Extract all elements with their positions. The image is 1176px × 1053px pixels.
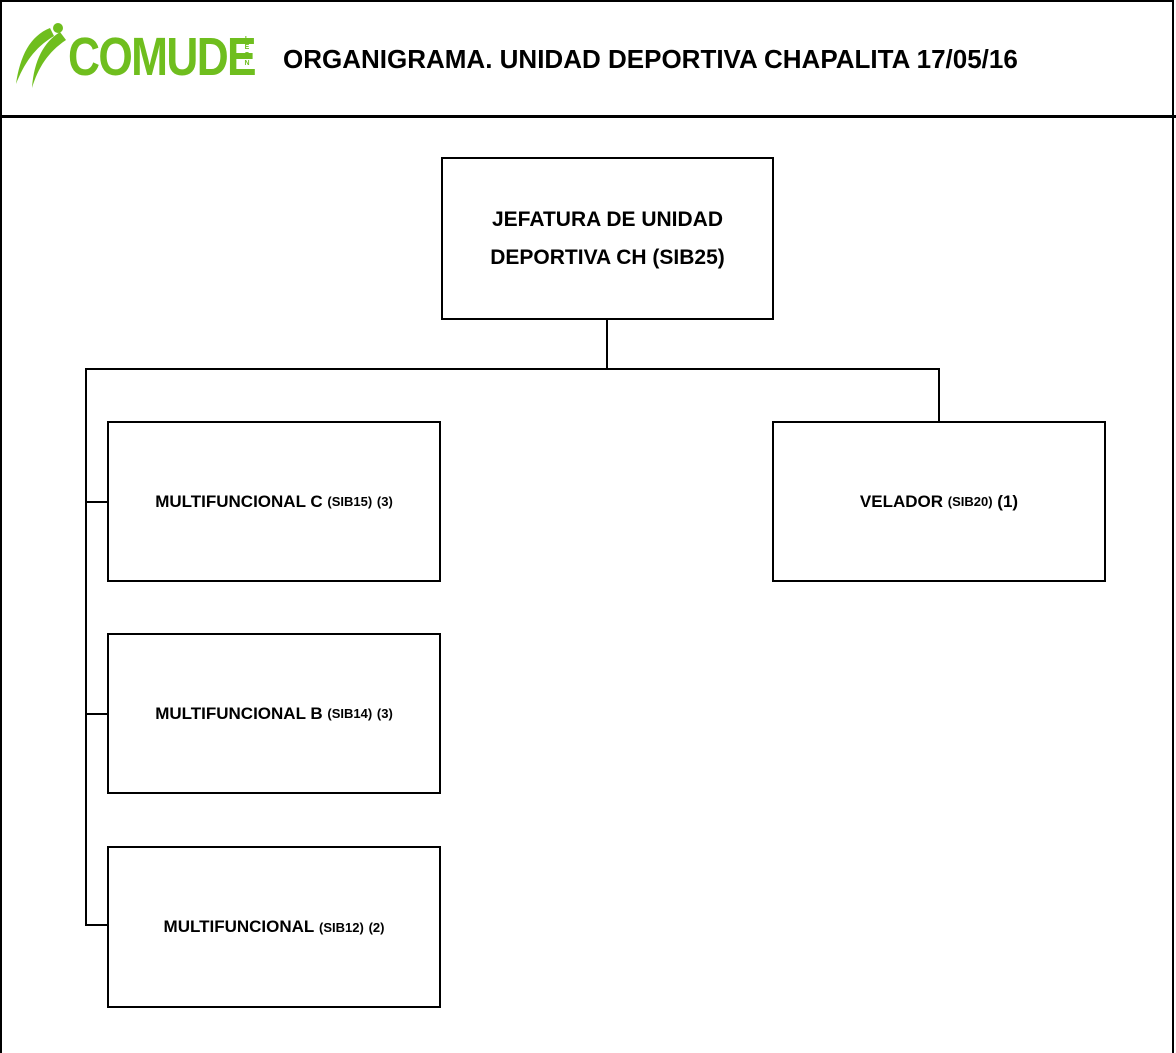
page-title: ORGANIGRAMA. UNIDAD DEPORTIVA CHAPALITA …: [283, 44, 1018, 74]
node-code: (SIB12): [319, 919, 364, 935]
connector-root-down: [606, 320, 608, 370]
node-velador: VELADOR (SIB20) (1): [772, 421, 1106, 582]
connector-branch-c: [85, 501, 107, 503]
connector-left-trunk: [85, 368, 87, 926]
node-jefatura-line1: JEFATURA DE UNIDAD: [491, 207, 723, 231]
node-name: MULTIFUNCIONAL B: [155, 703, 323, 723]
header: COMUDE LEON ORGANIGRAMA. UNIDAD DEPORTIV…: [0, 0, 1176, 118]
runner-swoosh-icon: [16, 23, 66, 88]
node-count: (2): [368, 919, 385, 935]
node-code: (SIB14): [327, 706, 373, 721]
node-code: (SIB20): [947, 494, 993, 509]
node-jefatura-line2: DEPORTIVA CH (SIB25): [490, 245, 725, 269]
node-name: VELADOR: [859, 491, 944, 511]
node-count: (3): [376, 706, 393, 721]
node-code: (SIB15): [327, 494, 373, 509]
node-multifuncional-c: MULTIFUNCIONAL C (SIB15) (3): [107, 421, 441, 582]
node-multifuncional: MULTIFUNCIONAL (SIB12) (2): [107, 846, 441, 1008]
node-name: MULTIFUNCIONAL C: [155, 491, 323, 511]
node-multifuncional-b: MULTIFUNCIONAL B (SIB14) (3): [107, 633, 441, 794]
connector-right-down: [938, 368, 940, 421]
node-name: MULTIFUNCIONAL: [163, 917, 315, 936]
node-count: (1): [997, 491, 1019, 511]
connector-branch-m: [85, 924, 107, 926]
connector-branch-b: [85, 713, 107, 715]
node-jefatura: JEFATURA DE UNIDAD DEPORTIVA CH (SIB25): [441, 157, 774, 320]
node-count: (3): [376, 494, 393, 509]
comude-logo: COMUDE LEON: [10, 22, 257, 102]
connector-horizontal-bus: [85, 368, 940, 370]
logo-wordmark: COMUDE: [68, 27, 257, 87]
logo-subtext: LEON: [244, 36, 250, 67]
